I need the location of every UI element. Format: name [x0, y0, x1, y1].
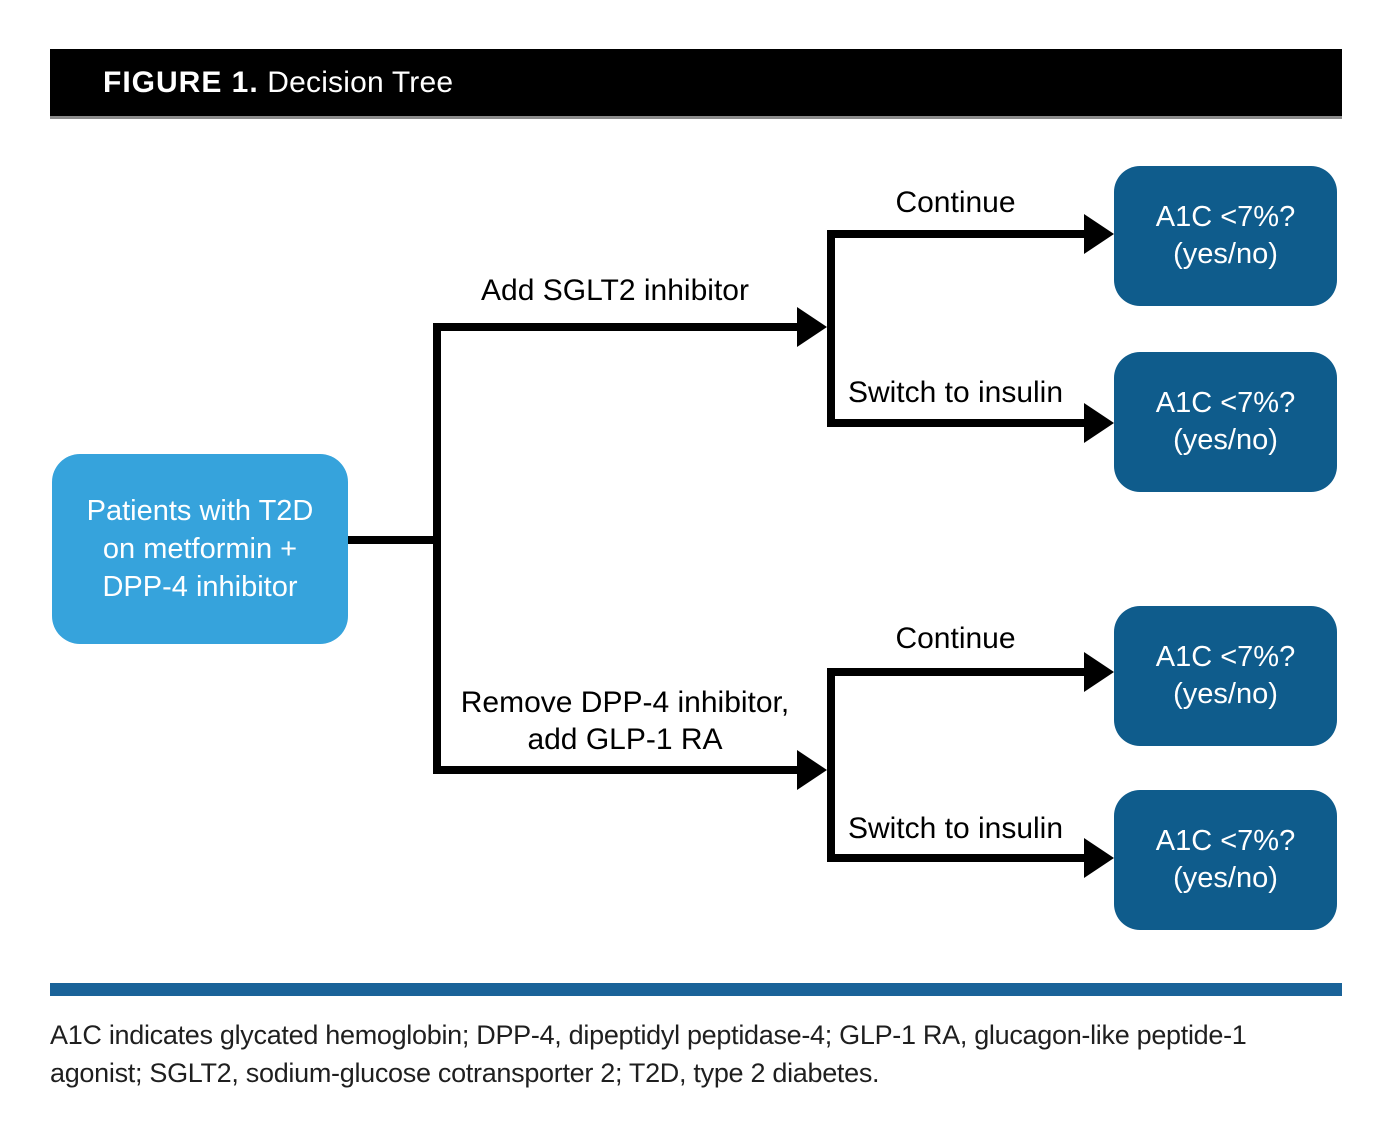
outcome-line: A1C <7%? [1155, 641, 1296, 673]
arrowhead-continue-bottom [1084, 652, 1114, 692]
connector-junction-top-vertical [827, 233, 835, 427]
figure-footnote: A1C indicates glycated hemoglobin; DPP-4… [50, 1016, 1360, 1092]
root-node-line: on metformin + [102, 533, 298, 565]
footer-divider-bar [50, 983, 1342, 996]
branch-label-add-sglt2: Add SGLT2 inhibitor [433, 272, 797, 309]
outcome-line: (yes/no) [1173, 424, 1278, 456]
option-label-switch-bottom: Switch to insulin [827, 810, 1084, 847]
connector-continue-top [827, 230, 1084, 238]
branch-label-remove-dpp4: Remove DPP-4 inhibitor, add GLP-1 RA [433, 684, 817, 758]
connector-root-horizontal [348, 536, 437, 544]
figure-title: Decision Tree [258, 65, 454, 99]
option-label-line: Switch to insulin [847, 812, 1064, 845]
outcome-node-a1c-3: A1C <7%? (yes/no) [1114, 606, 1337, 746]
footnote-line: A1C indicates glycated hemoglobin; DPP-4… [50, 1020, 1247, 1050]
outcome-node-a1c-2: A1C <7%? (yes/no) [1114, 352, 1337, 492]
outcome-line: (yes/no) [1173, 678, 1278, 710]
arrowhead-switch-top [1084, 403, 1114, 443]
root-node-line: Patients with T2D [86, 495, 314, 527]
footnote-line: agonist; SGLT2, sodium-glucose cotranspo… [50, 1058, 880, 1088]
arrowhead-switch-bottom [1084, 838, 1114, 878]
branch-label-line: Add SGLT2 inhibitor [481, 274, 749, 307]
outcome-line: (yes/no) [1173, 862, 1278, 894]
figure-header: FIGURE 1. Decision Tree [50, 49, 1342, 119]
root-node-patients: Patients with T2D on metformin + DPP-4 i… [52, 454, 348, 644]
connector-branch-top [433, 323, 797, 331]
arrowhead-branch-top [797, 307, 827, 347]
figure-number: FIGURE 1. [103, 65, 259, 99]
arrowhead-branch-bottom [797, 750, 827, 790]
outcome-line: (yes/no) [1173, 238, 1278, 270]
option-label-continue-bottom: Continue [827, 620, 1084, 657]
outcome-line: A1C <7%? [1155, 201, 1296, 233]
outcome-line: A1C <7%? [1155, 825, 1296, 857]
connector-continue-bottom [827, 668, 1084, 676]
option-label-switch-top: Switch to insulin [827, 374, 1084, 411]
connector-switch-top [827, 419, 1084, 427]
option-label-line: Continue [895, 622, 1016, 655]
option-label-line: Continue [895, 186, 1016, 219]
option-label-line: Switch to insulin [847, 376, 1064, 409]
connector-trunk-vertical [433, 323, 441, 774]
branch-label-line: add GLP-1 RA [527, 723, 723, 756]
outcome-node-a1c-1: A1C <7%? (yes/no) [1114, 166, 1337, 306]
connector-junction-bottom-vertical [827, 668, 835, 862]
connector-branch-bottom [433, 766, 797, 774]
arrowhead-continue-top [1084, 214, 1114, 254]
outcome-node-a1c-4: A1C <7%? (yes/no) [1114, 790, 1337, 930]
option-label-continue-top: Continue [827, 184, 1084, 221]
branch-label-line: Remove DPP-4 inhibitor, [460, 686, 790, 719]
connector-switch-bottom [827, 854, 1084, 862]
root-node-line: DPP-4 inhibitor [102, 571, 298, 603]
outcome-line: A1C <7%? [1155, 387, 1296, 419]
